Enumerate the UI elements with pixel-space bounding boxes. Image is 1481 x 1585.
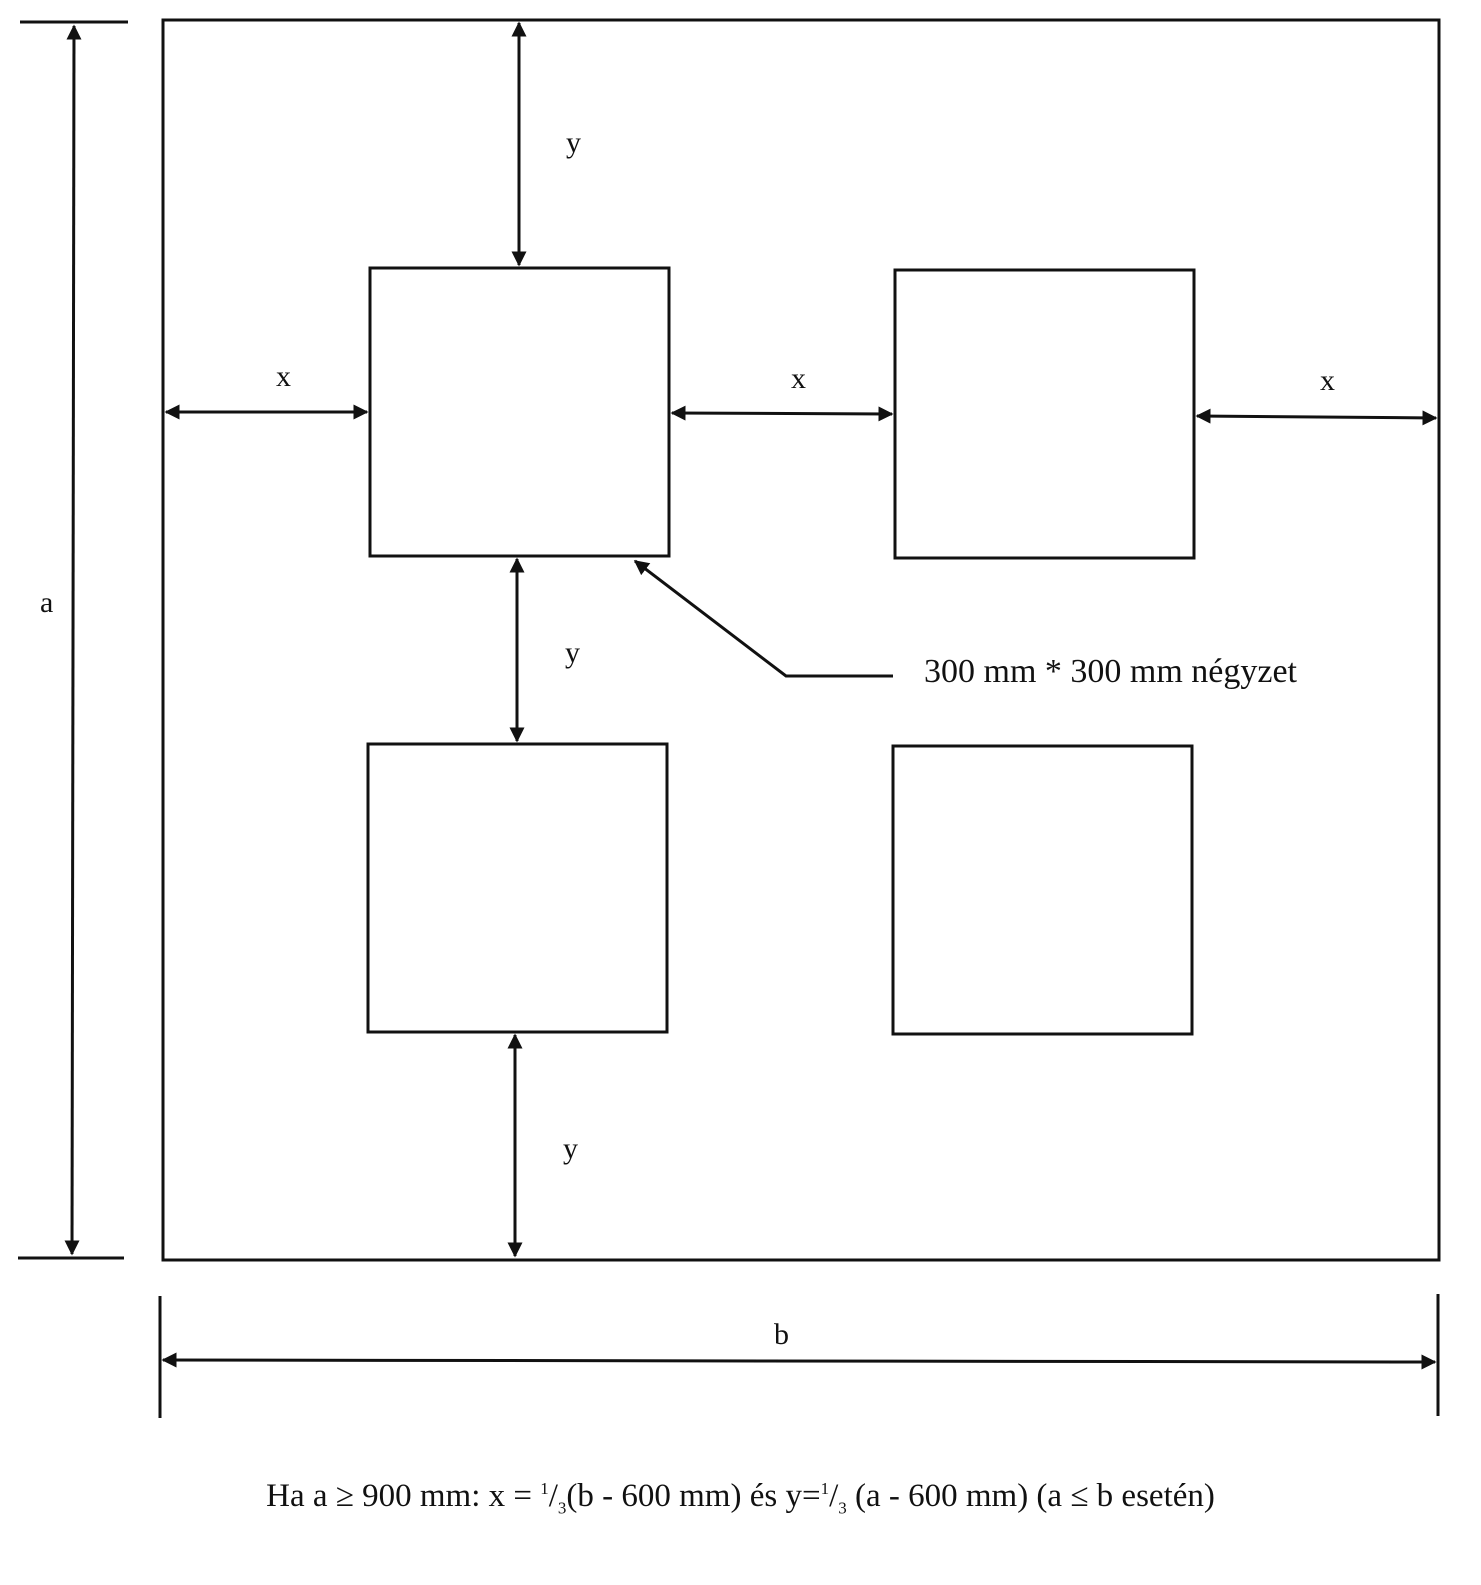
square-top-right (893, 268, 1196, 560)
y-label-top: y (566, 126, 581, 159)
square-bottom-right (891, 744, 1194, 1036)
formula-numerator-2: 1 (820, 1479, 830, 1498)
formula-denominator-1: 3 (557, 1498, 567, 1518)
formula-slash-1: / (548, 1478, 558, 1514)
a-dimension-arrow (64, 24, 82, 1256)
x-label-left: x (276, 360, 291, 393)
x-label-right: x (1320, 364, 1335, 397)
callout-label: 300 mm * 300 mm négyzet (924, 653, 1298, 690)
formula-part-1: Ha a ≥ 900 mm: x = (266, 1478, 541, 1514)
callout-leader (633, 559, 893, 678)
b-dimension-arrow (161, 1352, 1437, 1370)
y-label-middle: y (565, 636, 580, 669)
square-top-left (368, 266, 671, 558)
dimension-b (158, 1294, 1440, 1418)
formula-slash-2: / (829, 1478, 839, 1514)
dimension-a (18, 20, 128, 1260)
y-dimensions (507, 21, 527, 1258)
plate-outline (161, 18, 1441, 1262)
formula-part-3: (a - 600 mm) (a ≤ b esetén) (846, 1478, 1215, 1514)
x-dimensions (164, 404, 1438, 426)
x-arrow-right (1195, 408, 1438, 426)
a-label: a (40, 586, 53, 619)
x-arrow-middle (670, 405, 894, 422)
x-label-middle: x (791, 362, 806, 395)
formula-denominator-2: 3 (838, 1498, 847, 1518)
b-label: b (774, 1318, 789, 1351)
y-label-bottom: y (563, 1132, 578, 1165)
inner-squares (366, 266, 1196, 1036)
formula-part-2: (b - 600 mm) és y= (566, 1478, 821, 1514)
square-bottom-left (366, 742, 669, 1034)
formula-caption: Ha a ≥ 900 mm: x = 1/3(b - 600 mm) és y=… (0, 1478, 1481, 1518)
formula-numerator-1: 1 (540, 1479, 549, 1498)
callout-arrow (633, 559, 893, 678)
outer-plate (161, 18, 1441, 1262)
